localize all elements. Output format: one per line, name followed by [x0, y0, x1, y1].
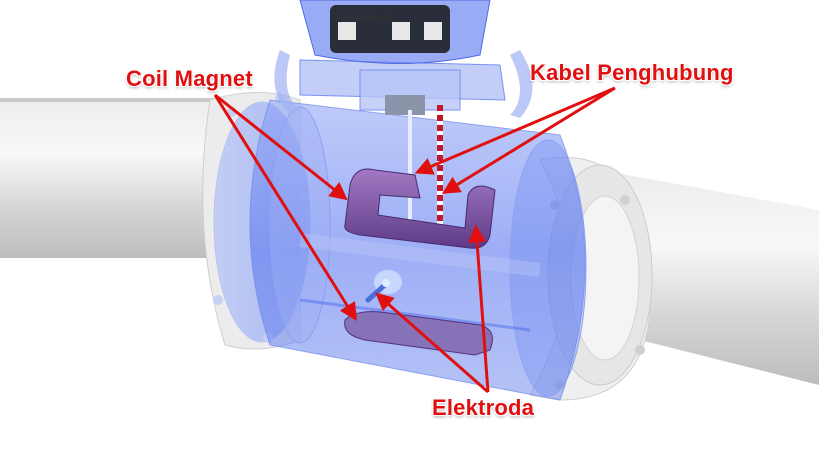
transmitter	[274, 0, 533, 118]
left-pipe	[0, 98, 240, 258]
electrode	[365, 270, 402, 303]
meter-body	[249, 99, 587, 401]
annotation-arrows	[213, 86, 616, 394]
arrow-electrode-1	[375, 292, 489, 394]
arrow-cable-1	[414, 86, 616, 175]
elektroda-label: Elektroda	[432, 395, 535, 420]
arrow-coil-upper	[214, 93, 348, 201]
arrow-cable-2	[441, 86, 616, 194]
arrow-coil-lower	[213, 94, 357, 322]
arrow-electrode-2	[468, 224, 490, 393]
coil-magnet-label: Coil Magnet	[126, 66, 253, 91]
upper-coil	[344, 168, 496, 249]
brand-text: ROSEMOUNT	[336, 14, 393, 23]
lower-coil	[344, 311, 493, 356]
connecting-cables	[408, 105, 443, 230]
kabel-penghubung-label: Kabel Penghubung	[530, 60, 734, 85]
